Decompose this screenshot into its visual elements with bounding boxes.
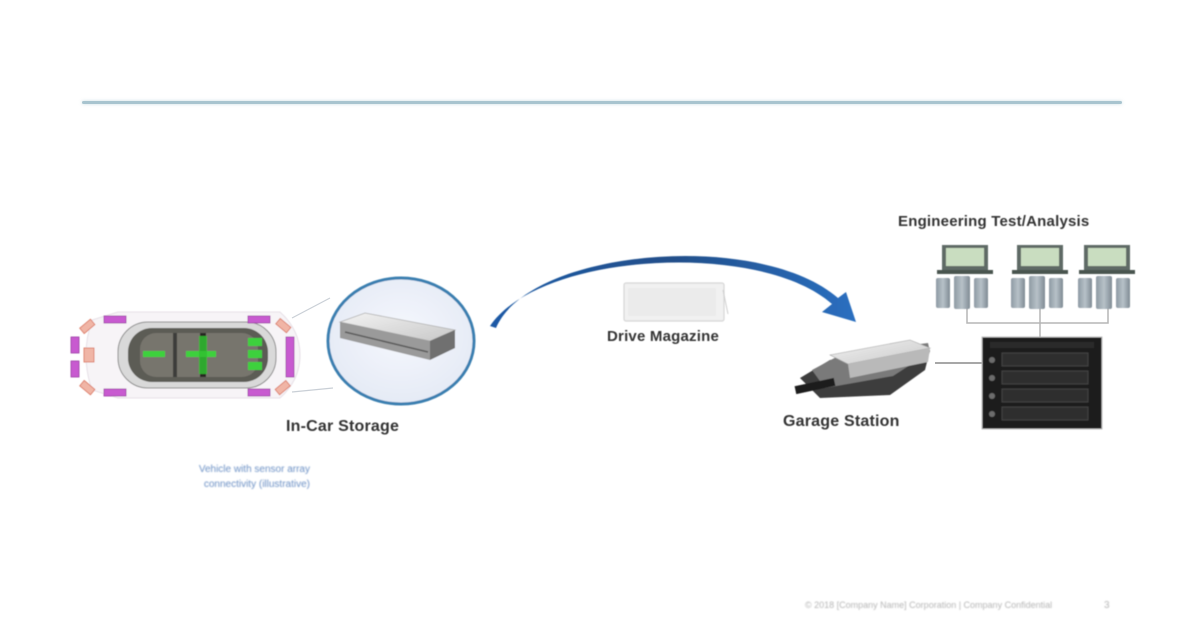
car-sensors-icon	[70, 311, 301, 399]
vehicle-caption-line2: connectivity (illustrative)	[203, 479, 310, 490]
page-number: 3	[1104, 600, 1110, 611]
engineering-label: Engineering Test/Analysis	[898, 213, 1090, 230]
workstation-2	[1011, 245, 1068, 309]
connector-workstations-rack	[966, 308, 1109, 337]
storage-array-icon	[981, 336, 1103, 430]
garage-station-label: Garage Station	[783, 413, 900, 430]
workstation-1	[936, 245, 993, 309]
drive-magazine-icon	[623, 282, 729, 322]
workstation-3	[1078, 245, 1135, 309]
footer-copyright: © 2018 [Company Name] Corporation | Comp…	[805, 600, 1053, 610]
workstation-cluster-icon	[936, 245, 1135, 309]
drive-magazine-label: Drive Magazine	[607, 328, 720, 345]
ssd-drive-icon	[326, 276, 476, 406]
vehicle-caption: Vehicle with sensor array connectivity (…	[168, 462, 310, 492]
header-rule	[82, 101, 1122, 104]
callout-lines	[291, 297, 334, 393]
vehicle-caption-line1: Vehicle with sensor array	[198, 464, 310, 475]
drive-dock-icon	[794, 339, 932, 398]
in-car-storage-label: In-Car Storage	[286, 418, 400, 435]
